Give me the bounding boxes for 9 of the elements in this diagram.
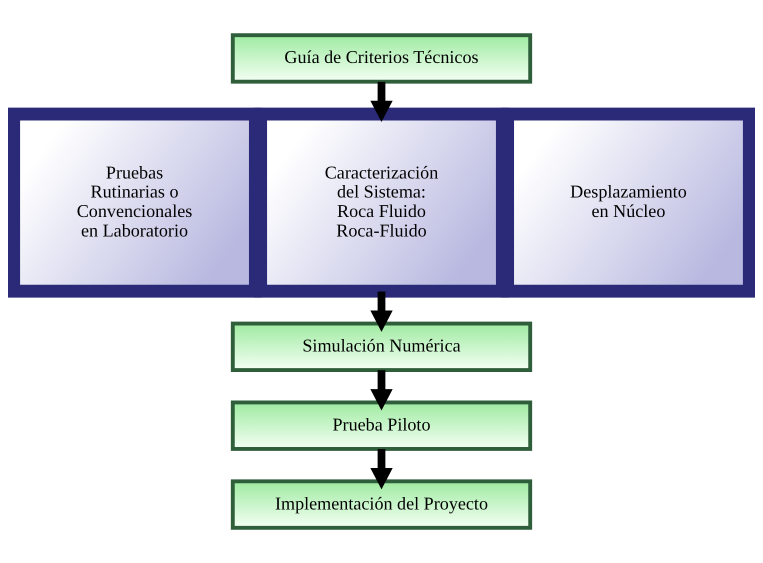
node-box: Prueba Piloto [230,400,532,451]
node-box: Simulación Numérica [230,322,532,372]
node-box: Guía de Criterios Técnicos [230,33,532,84]
arrow [370,449,393,490]
arrow [370,292,393,332]
node-box: Desplazamiento en Núcleo [501,108,755,298]
arrow [370,370,393,410]
node-box: Implementación del Proyecto [230,479,532,530]
arrow [370,82,393,122]
